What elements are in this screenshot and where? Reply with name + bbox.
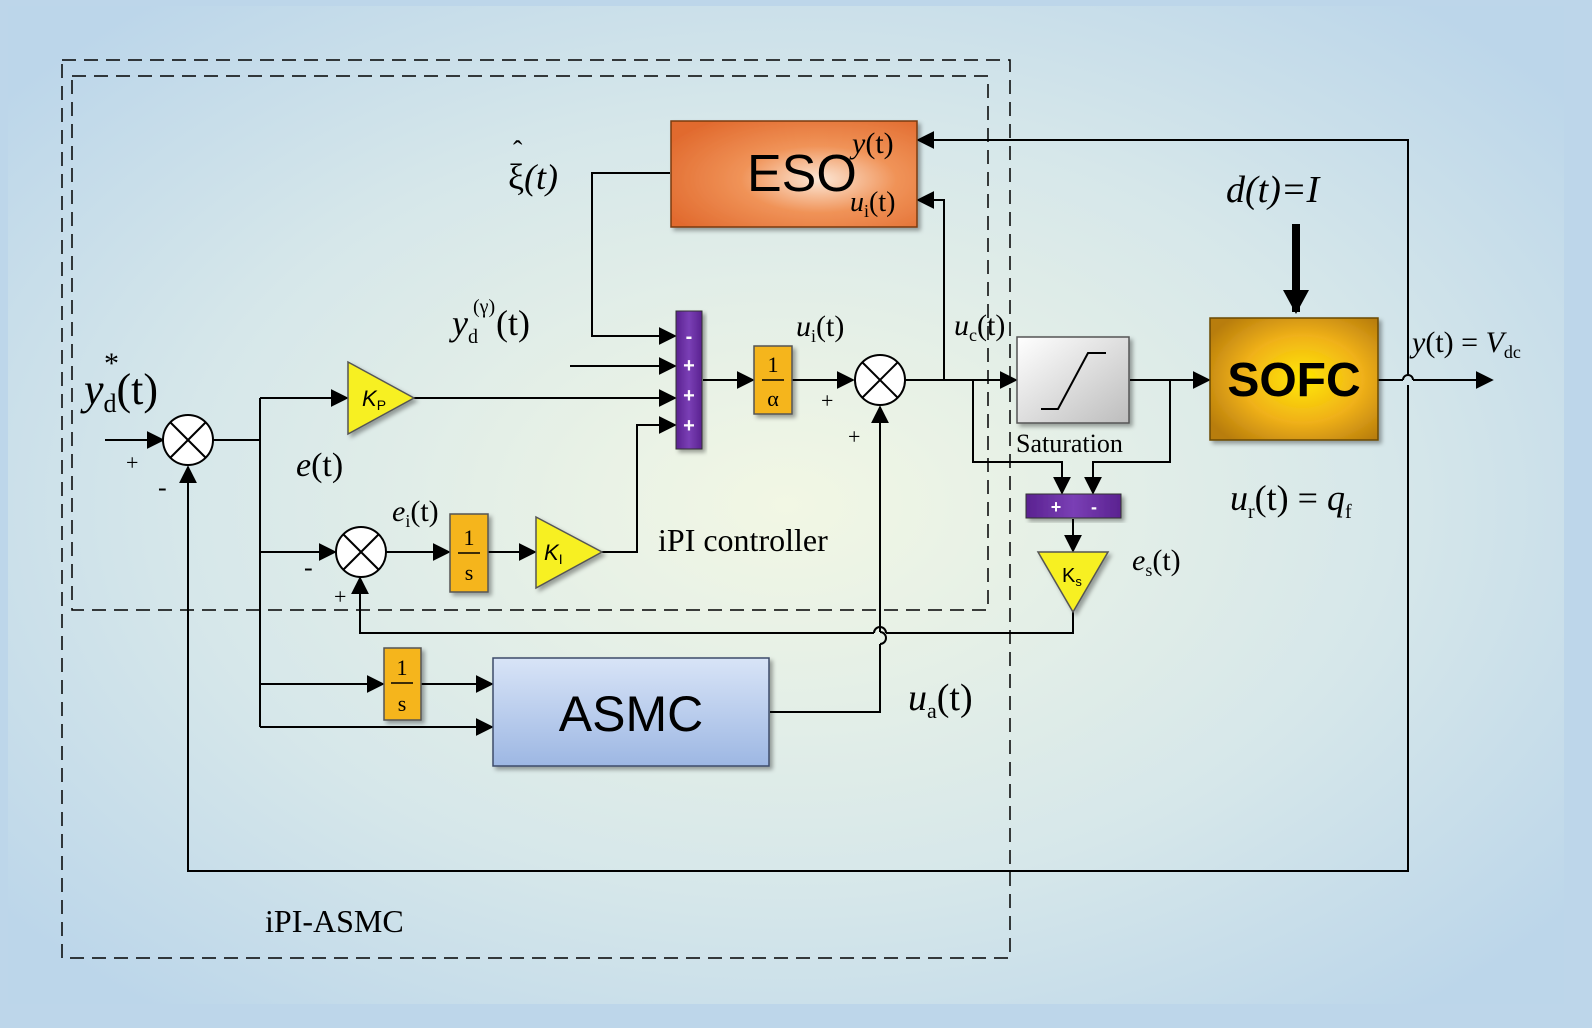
wire-xi-to-sumbar <box>591 172 677 345</box>
wire-asmc-hop <box>879 631 887 645</box>
saturation-sum-box <box>1025 493 1122 519</box>
signal-y-output: y(t) = Vdc <box>1409 326 1521 362</box>
integrator-1: 1 s <box>449 513 489 593</box>
kp-triangle <box>347 360 416 436</box>
signal-yd-gamma-sup: (γ) <box>473 296 495 318</box>
wire-sat-to-satsum <box>1084 380 1171 495</box>
sum-junction-2 <box>335 526 387 578</box>
ipi-controller-label: iPI controller <box>658 522 828 558</box>
wire-y-to-eso <box>916 131 1409 375</box>
kp-label: KP <box>362 386 386 413</box>
ki-label: KI <box>544 540 563 567</box>
disturbance-arrow-head <box>1283 290 1309 314</box>
signal-es: es(t) <box>1132 544 1181 580</box>
saturation-sum-sign-plus: + <box>1051 497 1062 517</box>
sum-bar-box <box>675 310 703 450</box>
sum3-plus-bottom-sign: + <box>848 424 860 449</box>
wire-asmc-out-a <box>770 644 881 713</box>
sum2-plus-sign: + <box>334 584 346 609</box>
signal-yd-star-sup: * <box>104 347 119 380</box>
saturation-sum-bar: + - <box>1025 493 1122 519</box>
saturation-sum-sign-minus: - <box>1091 497 1097 517</box>
signal-xi-hat: ξ(t) <box>508 157 558 197</box>
integrator-1-num: 1 <box>464 525 475 550</box>
sum-bar-sign-4: + <box>683 415 695 437</box>
sum1-minus-sign: - <box>158 473 167 502</box>
inverse-alpha-num: 1 <box>768 352 779 377</box>
signal-ur: ur(t) = qf <box>1230 478 1352 523</box>
sofc-title: SOFC <box>1227 354 1360 407</box>
signal-ei: ei(t) <box>392 495 439 531</box>
integrator-1-den: s <box>465 560 474 585</box>
wire-y-to-sum1 <box>179 385 1409 872</box>
ks-gain: Ks <box>1036 551 1110 614</box>
sum2-minus-sign: - <box>304 553 313 582</box>
asmc-title: ASMC <box>559 686 703 742</box>
signal-xi-hat-accent: ˆ <box>513 136 523 167</box>
sum-junction-1-cross-b <box>169 421 207 459</box>
ki-triangle <box>535 515 604 590</box>
eso-title: ESO <box>747 145 857 203</box>
wire-sofc-hop <box>1402 374 1414 381</box>
inverse-alpha-den: α <box>767 386 779 411</box>
signal-yd-gamma: yd(t) <box>449 303 530 348</box>
wire-ks-to-sum2 <box>351 576 874 634</box>
wire-ki-to-sumbar <box>602 416 677 553</box>
integrator-2: 1 s <box>383 647 422 721</box>
eso-input-y-label: y(t) <box>849 127 894 160</box>
ipi-asmc-frame <box>61 59 1011 959</box>
wire-ks-hop <box>873 626 887 634</box>
saturation-label: Saturation <box>1016 429 1123 458</box>
asmc-box <box>492 657 770 767</box>
saturation-curve-icon <box>1041 352 1106 410</box>
sum3-plus-left-sign: + <box>821 388 833 413</box>
signal-uc: uc(t) <box>954 309 1005 345</box>
integrator-2-den: s <box>398 691 407 716</box>
asmc-block: ASMC <box>492 657 770 767</box>
sum-bar-sign-1: - <box>686 326 693 348</box>
eso-box <box>670 120 918 228</box>
inverse-alpha-gain: 1 α <box>753 345 793 415</box>
sofc-box <box>1209 317 1379 441</box>
wire-ks-feedback-a <box>886 612 1074 634</box>
signal-ui: ui(t) <box>796 310 844 346</box>
integrator-1-box <box>449 513 489 593</box>
saturation-block: Saturation <box>1016 336 1130 458</box>
kp-gain: KP <box>347 360 416 436</box>
signal-disturbance: d(t)=I <box>1226 169 1322 211</box>
sum-bar: - + + + <box>675 310 703 450</box>
integrator-2-num: 1 <box>397 655 408 680</box>
signal-yd-star: yd(t) <box>80 365 158 418</box>
signal-ua: ua(t) <box>908 677 973 723</box>
sum-bar-sign-3: + <box>683 385 695 407</box>
ki-gain: KI <box>535 515 604 590</box>
ks-triangle <box>1036 551 1110 614</box>
sum-bar-sign-2: + <box>683 355 695 377</box>
sum-junction-2-cross-b <box>342 533 380 571</box>
wire-uc-to-satsum <box>972 380 1071 495</box>
ipi-asmc-label: iPI-ASMC <box>265 903 404 939</box>
integrator-2-box <box>383 647 422 721</box>
sum-junction-1 <box>162 414 214 466</box>
wire-uc-to-eso <box>916 191 945 380</box>
signal-e: e(t) <box>296 447 343 484</box>
sum1-plus-sign: + <box>126 450 138 475</box>
eso-input-ui-label: ui(t) <box>850 187 895 221</box>
sum-junction-3 <box>854 354 906 406</box>
ks-label: Ks <box>1062 565 1082 589</box>
sum-junction-3-cross-b <box>861 361 899 399</box>
sofc-block: SOFC <box>1209 317 1379 441</box>
eso-block: ESO y(t) ui(t) <box>670 120 918 228</box>
